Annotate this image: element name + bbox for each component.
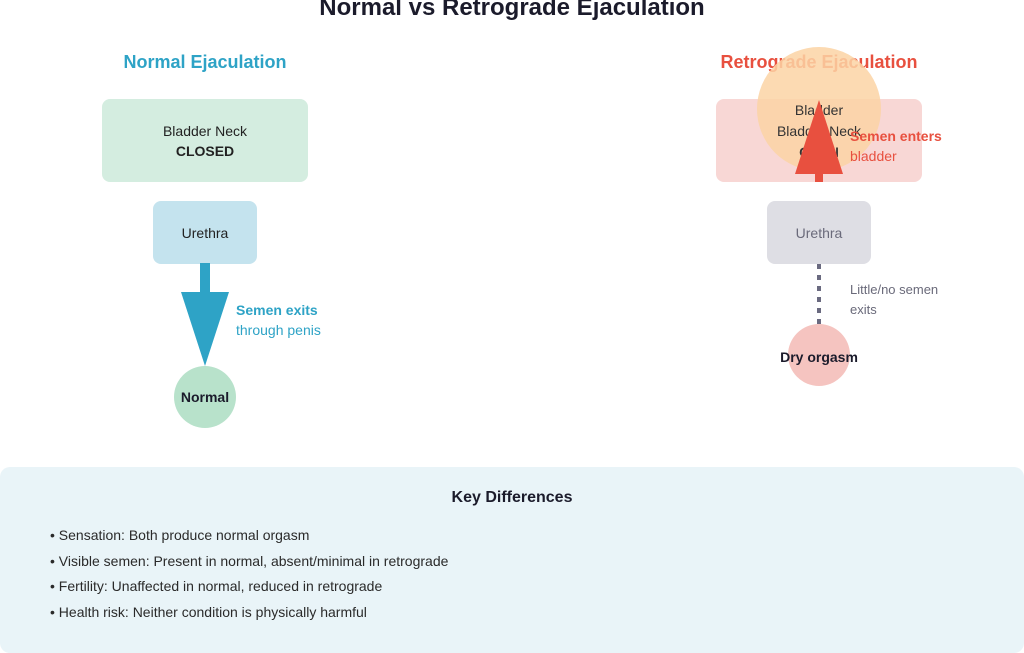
retrograde-outcome-label: Dry orgasm — [780, 349, 858, 365]
key-differences-title: Key Differences — [451, 489, 573, 506]
retrograde-flow-label: Little/no semen exits — [850, 280, 938, 320]
retrograde-outcome-circle — [788, 324, 850, 386]
normal-flow-arrow — [181, 263, 229, 366]
normal-urethra-label: Urethra — [181, 224, 229, 241]
normal-arrow-shaft — [200, 263, 210, 297]
retrograde-arrow-label-line2: bladder — [850, 148, 897, 164]
normal-arrow-label-line1: Semen exits — [236, 302, 318, 318]
normal-arrow-head — [181, 292, 229, 366]
normal-arrow-label: Semen exits through penis — [236, 300, 321, 340]
retrograde-urethra-box: Urethra — [767, 201, 871, 264]
normal-outcome-label: Normal — [180, 389, 230, 405]
retrograde-arrow-label: Semen enters bladder — [850, 126, 942, 166]
key-difference-item: • Sensation: Both produce normal orgasm — [50, 527, 310, 543]
normal-bladder-label: Bladder Neck — [162, 122, 248, 139]
retrograde-arrow-shaft — [815, 170, 823, 182]
key-differences-panel — [0, 467, 1024, 653]
retrograde-flow-arrow — [795, 100, 843, 182]
normal-arrow-label-line2: through penis — [236, 322, 321, 338]
key-differences-list: • Sensation: Both produce normal orgasm … — [50, 525, 448, 627]
retrograde-dotted-flow — [817, 264, 821, 324]
key-difference-item: • Visible semen: Present in normal, abse… — [50, 552, 449, 569]
retrograde-arrow-head — [795, 100, 843, 174]
diagram-title: Normal vs Retrograde Ejaculation — [319, 0, 705, 21]
key-difference-item: • Health risk: Neither condition is phys… — [50, 603, 367, 620]
normal-heading: Normal Ejaculation — [123, 52, 287, 72]
key-difference-item: • Fertility: Unaffected in normal, reduc… — [50, 578, 383, 594]
normal-bladder-neck-box: Bladder Neck CLOSED — [102, 99, 308, 182]
normal-bladder-state: CLOSED — [175, 142, 235, 159]
retrograde-urethra-label: Urethra — [795, 224, 843, 241]
retrograde-flow-label-line2: exits — [850, 302, 877, 317]
normal-urethra-box: Urethra — [153, 201, 257, 264]
retrograde-flow-label-line1: Little/no semen — [850, 282, 939, 297]
retrograde-arrow-label-line1: Semen enters — [850, 128, 942, 144]
normal-outcome-circle: Normal — [174, 366, 236, 428]
